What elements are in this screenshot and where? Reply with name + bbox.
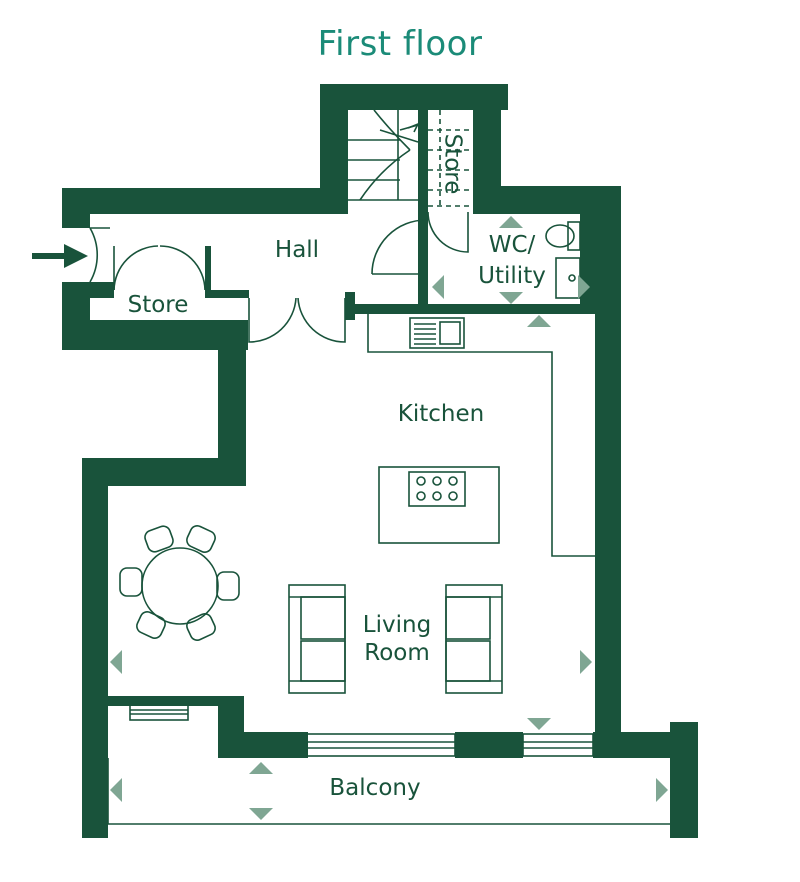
stair-icon — [348, 109, 420, 201]
wall-stair-divider — [418, 106, 428, 214]
wall-store-right — [205, 290, 249, 298]
dimension-marker-icon — [527, 315, 551, 327]
label-utility: Utility — [478, 263, 546, 289]
wall-wc-left — [418, 210, 428, 310]
entrance-door-swing — [89, 227, 99, 283]
wall-kitchen-top — [345, 304, 595, 314]
dimension-marker-icon — [110, 650, 122, 674]
window-icon — [129, 703, 189, 721]
stair-store-dashes — [428, 110, 473, 207]
stair-door-swing — [371, 219, 427, 275]
label-kitchen: Kitchen — [398, 401, 484, 427]
dimension-marker-icon — [578, 275, 590, 299]
dimension-marker-icon — [499, 292, 523, 304]
stair-store-door — [427, 211, 469, 253]
dining-table-icon — [119, 525, 240, 641]
dimension-marker-icon — [580, 650, 592, 674]
kitchen-island — [378, 466, 500, 544]
wall-store-jamb — [205, 246, 211, 296]
dimension-marker-icon — [110, 778, 122, 802]
store-door-right — [159, 245, 206, 291]
window-icon-sliding — [306, 733, 456, 757]
basin-icon — [555, 257, 581, 299]
window-icon-right — [522, 733, 594, 757]
dimension-marker-icon — [499, 216, 523, 228]
sofa-icon-right — [445, 584, 503, 694]
toilet-icon — [545, 221, 581, 251]
label-balcony: Balcony — [329, 775, 420, 801]
label-hall: Hall — [275, 237, 319, 263]
store-door-left — [113, 245, 159, 291]
floor-title: First floor — [317, 24, 483, 64]
wall-left-upper — [62, 188, 90, 228]
wall-step — [218, 320, 246, 484]
wall-step-bottom — [82, 458, 246, 486]
dimension-marker-icon — [656, 778, 668, 802]
wall-top-left — [62, 188, 348, 214]
wall-left-living — [82, 458, 108, 838]
label-living: Living — [363, 612, 431, 638]
kitchen-door-left — [248, 297, 297, 343]
label-stair-store: Store — [440, 134, 466, 195]
dimension-marker-icon — [432, 275, 444, 299]
label-wc: WC/ — [489, 232, 536, 258]
kitchen-door-right — [297, 297, 346, 343]
sink-icon — [409, 317, 465, 349]
dimension-marker-icon — [249, 808, 273, 820]
wall-store-bottom — [62, 320, 248, 350]
wall-right — [595, 186, 621, 750]
label-room: Room — [364, 640, 430, 666]
dimension-markers — [110, 216, 668, 820]
label-store: Store — [128, 292, 189, 318]
dimension-marker-icon — [527, 718, 551, 730]
wall-balcony-right — [670, 722, 698, 838]
wall-store-jamb-left — [90, 282, 114, 298]
wall-bottom-b — [455, 732, 523, 758]
sofa-icon — [288, 584, 346, 694]
walls — [62, 84, 698, 838]
hob-icon — [408, 471, 466, 507]
dimension-marker-icon — [249, 762, 273, 774]
wall-bottom-a — [218, 732, 308, 758]
kitchen-worktop — [367, 314, 595, 557]
entrance-arrow-icon — [32, 244, 88, 268]
wall-bottom-c — [593, 732, 677, 758]
wall-bottom-left — [108, 696, 244, 706]
